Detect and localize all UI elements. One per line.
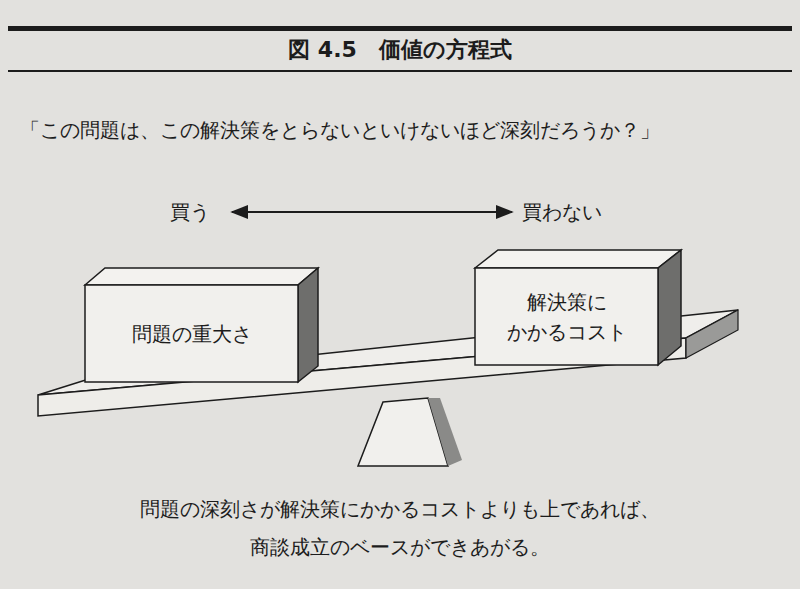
double-arrow [232,211,512,213]
box-side [658,250,681,365]
figure-title: 図 4.5 価値の方程式 [0,34,800,66]
box-side [298,268,318,382]
box-top [85,268,318,285]
weight-box: 問題の重大さ [85,285,298,382]
title-rule [8,26,792,31]
plank-side [686,310,738,358]
box-text: 問題の重大さ [132,319,252,349]
box-front [475,268,658,365]
direction-label: 買う [170,198,210,226]
caption: 問題の深刻さが解決策にかかるコストよりも上であれば、 商談成立のベースができあが… [80,490,720,566]
box-text: 解決策に かかるコスト [507,287,627,347]
question-text: 「この問題は、この解決策をとらないといけないほど深刻だろうか？」 [20,116,660,144]
title-rule [8,70,792,72]
weight-box: 解決策に かかるコスト [475,268,658,365]
box-front [85,285,298,382]
direction-label: 買わない [522,198,602,226]
box-top [475,250,681,268]
fulcrum-shadow [428,398,462,466]
